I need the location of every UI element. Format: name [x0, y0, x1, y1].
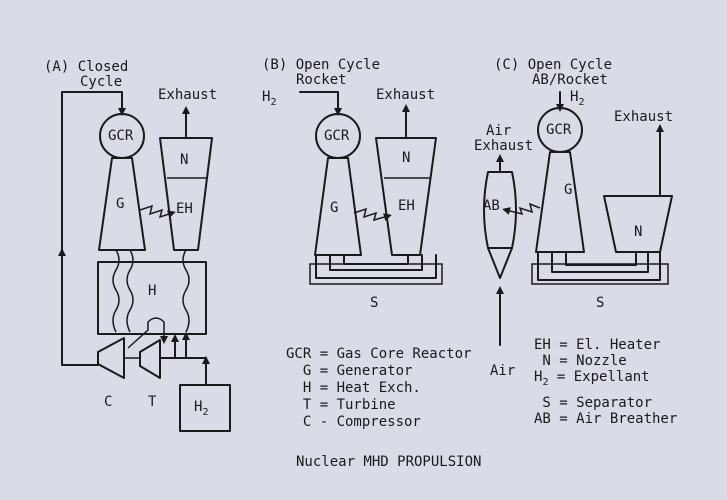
- legend-t: T = Turbine: [286, 397, 396, 413]
- c-separator-box: [531, 263, 669, 285]
- b-separator-outer: [315, 254, 437, 279]
- legend-c: C - Compressor: [286, 414, 421, 430]
- c-n-label: N: [634, 224, 643, 240]
- a-exhaust-label: Exhaust: [158, 87, 218, 103]
- b-separator-box: [309, 263, 443, 285]
- legend-s: S = Separator: [534, 394, 653, 411]
- legend-ab: AB = Air Breather: [534, 410, 678, 427]
- a-g-label: G: [116, 196, 125, 212]
- legend-gcr: GCR = Gas Core Reactor: [286, 346, 472, 362]
- legend-h2: H2 = Expellant: [534, 369, 650, 388]
- panel-b-open-cycle-rocket: [299, 91, 443, 285]
- a-c-label: C: [104, 394, 113, 410]
- c-exhaust-label: Exhaust: [614, 109, 674, 125]
- diagram-caption: Nuclear MHD PROPULSION: [296, 454, 482, 470]
- c-air-exhaust-label-1: Air: [486, 123, 512, 139]
- c-g-label: G: [564, 182, 573, 198]
- a-wavy-2: [126, 249, 134, 333]
- a-t-label: T: [148, 394, 157, 410]
- b-eh-label: EH: [398, 198, 415, 214]
- b-generator-shape: [314, 157, 362, 256]
- panel-a-closed-cycle: [58, 91, 231, 432]
- b-inlet-line: [299, 91, 342, 116]
- c-heading-line2: AB/Rocket: [532, 72, 608, 88]
- a-power-zigzag: [139, 204, 176, 219]
- a-h-label: H: [148, 283, 157, 299]
- c-ab-nozzle: [487, 247, 513, 279]
- b-gcr-label: GCR: [324, 128, 350, 144]
- a-return-loop: [61, 91, 99, 366]
- c-separator-mid: [551, 251, 649, 273]
- c-gcr-label: GCR: [546, 122, 572, 138]
- a-generator-shape: [98, 157, 146, 251]
- c-separator-outer: [537, 251, 661, 281]
- a-gcr-label: GCR: [108, 128, 134, 144]
- a-inlet-line: [83, 91, 126, 116]
- b-h2-label: H2: [262, 89, 277, 108]
- b-exhaust-label: Exhaust: [376, 87, 436, 103]
- a-heat-exchanger-box: [97, 261, 207, 335]
- c-heading: (C) Open Cycle: [494, 57, 613, 73]
- legend-n: N = Nozzle: [534, 353, 627, 369]
- panel-c-open-cycle-ab-rocket: [483, 91, 673, 346]
- a-eh-label: EH: [176, 201, 193, 217]
- a-h2-tank: [179, 384, 231, 432]
- legend-h: H = Heat Exch.: [286, 380, 421, 396]
- a-turbine-shape: [139, 339, 161, 379]
- legend-right: EH = El. Heater N = Nozzle H2 = Expellan…: [534, 338, 677, 426]
- b-heading: (B) Open Cycle: [262, 57, 381, 73]
- c-air-exhaust-label-2: Exhaust: [474, 138, 534, 154]
- b-power-zigzag: [353, 207, 392, 222]
- c-power-zigzag: [502, 202, 541, 216]
- a-pipe-loop: [127, 317, 168, 349]
- legend-g: G = Generator: [286, 363, 413, 379]
- c-h2-label: H2: [570, 89, 585, 108]
- a-h2-label: H2: [194, 399, 209, 418]
- b-n-label: N: [402, 150, 411, 166]
- b-g-label: G: [330, 200, 339, 216]
- b-s-label: S: [370, 295, 379, 311]
- c-air-label: Air: [490, 363, 516, 379]
- c-ab-label: AB: [483, 198, 500, 214]
- c-separator-inner: [565, 251, 637, 266]
- b-heading-line2: Rocket: [296, 72, 347, 88]
- legend-left: GCR = Gas Core Reactor G = Generator H =…: [286, 347, 471, 429]
- b-separator-inner: [343, 254, 409, 265]
- a-heading: (A) Closed: [44, 59, 129, 75]
- c-s-label: S: [596, 295, 605, 311]
- b-separator-mid: [329, 254, 423, 271]
- a-wavy-1: [112, 249, 120, 333]
- c-generator-shape: [535, 151, 585, 253]
- legend-eh: EH = El. Heater: [534, 337, 661, 353]
- a-heading-line2: Cycle: [80, 74, 123, 90]
- a-n-label: N: [180, 152, 189, 168]
- a-compressor-shape: [97, 337, 125, 379]
- a-wavy-eh: [182, 249, 190, 333]
